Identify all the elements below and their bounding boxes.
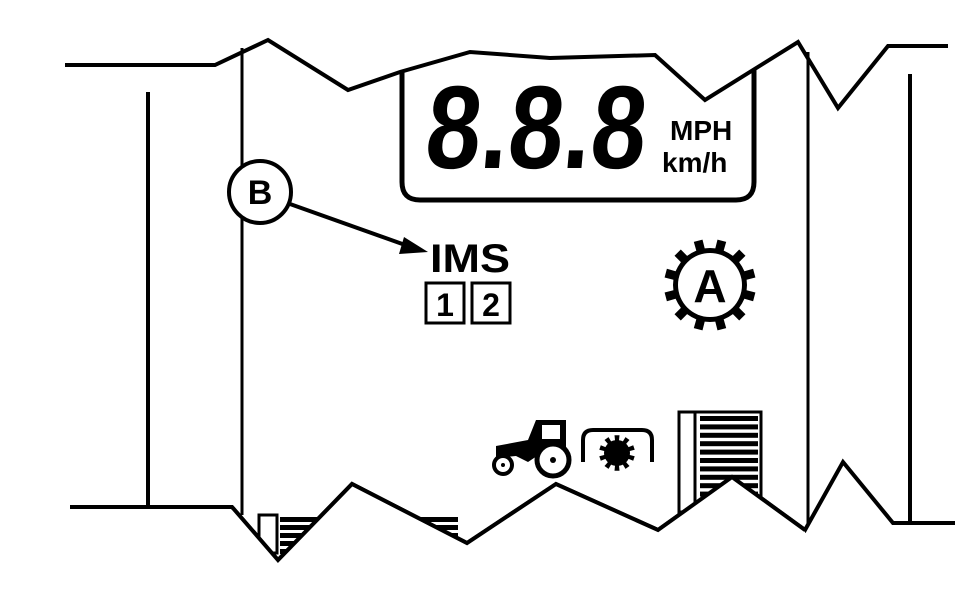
ims-box-2-label: 2 bbox=[482, 287, 500, 323]
hitch-bar-segment bbox=[700, 424, 758, 430]
speed-digits-text: 8.8.8 bbox=[421, 62, 653, 194]
hitch-bar-segment bbox=[700, 466, 758, 472]
callout-b: B bbox=[227, 159, 428, 254]
pto-gear bbox=[599, 435, 635, 471]
speed-display-window bbox=[399, 70, 757, 203]
hitch-bar-segment bbox=[700, 416, 758, 421]
callout-b-letter: B bbox=[248, 174, 273, 212]
gear-inner bbox=[678, 253, 742, 317]
unit-kmh-label: km/h bbox=[662, 147, 727, 178]
panel-top-edge bbox=[65, 37, 948, 112]
ims-label: IMS bbox=[430, 237, 510, 281]
hitch-bar-post bbox=[677, 410, 697, 514]
speed-digits: 8.8.8 bbox=[421, 62, 653, 194]
bottom-mask bbox=[232, 479, 805, 600]
pto-icon bbox=[581, 428, 654, 471]
hitch-bar-segment bbox=[700, 432, 758, 438]
hitch-bar-segment bbox=[700, 458, 758, 463]
tractor-icon bbox=[492, 420, 572, 479]
ims-indicator: IMS 1 2 bbox=[424, 237, 512, 325]
tractor-rear-hub bbox=[550, 457, 556, 463]
callout-b-arrowhead bbox=[399, 237, 428, 254]
unit-mph-label: MPH bbox=[670, 115, 732, 146]
tractor-front-hub bbox=[501, 463, 505, 467]
ims-box-2 bbox=[470, 281, 512, 325]
pto-bracket bbox=[581, 428, 654, 462]
callout-b-leader bbox=[289, 202, 409, 248]
tractor-cab-window bbox=[542, 425, 560, 439]
ims-box-1-label: 1 bbox=[436, 287, 454, 323]
callout-b-circle bbox=[227, 159, 293, 225]
auto-letter: A bbox=[693, 260, 726, 312]
gear-icon bbox=[664, 239, 756, 331]
panel-bottom-edge-overlay bbox=[230, 474, 807, 563]
hitch-bar-segment bbox=[700, 449, 758, 455]
auto-indicator: A bbox=[664, 239, 756, 331]
hitch-bar-segment bbox=[700, 441, 758, 447]
pto-gear-shape bbox=[599, 435, 635, 471]
ims-box-1 bbox=[424, 281, 466, 325]
